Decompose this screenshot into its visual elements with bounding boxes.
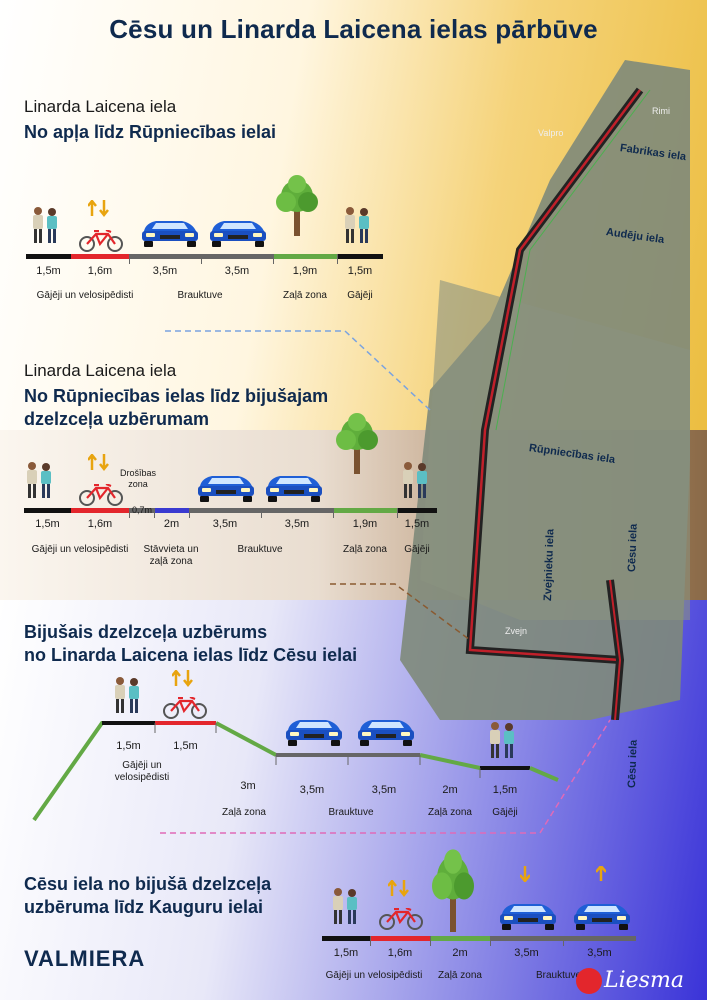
lane-green (430, 936, 490, 941)
map-label-valpro: Valpro (538, 128, 564, 138)
width-label: 1,9m (292, 265, 318, 277)
width-label: 3,5m (371, 784, 397, 796)
width-label: 3,5m (224, 265, 250, 277)
zone-label: Zaļā zona (428, 807, 472, 818)
bicycle-icon (162, 697, 208, 720)
car-icon (574, 904, 630, 930)
section2-heading-line1: No Rūpniecības ielas līdz bijušajam (24, 386, 329, 406)
tree-icon (432, 849, 474, 932)
lane-parking (154, 508, 189, 513)
zone-label: Gājēji (492, 807, 518, 818)
bidirectional-arrows-icon (388, 880, 410, 898)
liesma-logo-mark (576, 968, 602, 994)
zone-label: Brauktuve (328, 807, 374, 818)
lane-sidewalk (337, 254, 383, 259)
route-map (400, 60, 690, 720)
section4-heading-line2: uzbēruma līdz Kauguru ielai (24, 897, 264, 917)
liesma-logo: Liesma (604, 968, 684, 993)
lane-sidewalk (322, 936, 370, 941)
lane-bike (71, 254, 129, 259)
car-icon (500, 904, 556, 930)
width-label: 3,5m (212, 518, 238, 530)
width-label: 1,5m (404, 518, 430, 530)
width-label: 3,5m (587, 947, 612, 959)
zone-label: Brauktuve (177, 290, 223, 301)
width-label: 1,5m (36, 265, 61, 277)
zone-label: Brauktuve (536, 970, 582, 981)
width-label: 1,5m (347, 265, 373, 277)
width-label: 1,9m (352, 518, 378, 530)
lane-sidewalk (24, 508, 71, 513)
zone-label: Gājēji un velosipēdisti (36, 290, 134, 301)
width-label: 0,7m (131, 505, 152, 515)
lane-sidewalk (397, 508, 437, 513)
pedestrians-icon (333, 888, 357, 924)
width-label: 3,5m (152, 265, 178, 277)
zone-label: Gājēji (347, 290, 373, 301)
width-label: 3m (240, 780, 256, 792)
section4-heading-line1: Cēsu iela no bijušā dzelzceļa (24, 874, 272, 894)
section3-heading-line2: no Linarda Laicena ielas līdz Cēsu ielai (24, 645, 358, 665)
zone-label: Gājēji (404, 544, 430, 555)
lane-bike (71, 508, 129, 513)
zone-label: Zaļā zona (343, 544, 387, 555)
pedestrians-icon (115, 677, 139, 713)
section1-heading: No apļa līdz Rūpniecības ielai (24, 122, 277, 142)
lane-safety-zone (129, 508, 154, 513)
width-label: 1,6m (387, 947, 413, 959)
width-label: 3,5m (299, 784, 325, 796)
zone-label: Stāvvieta un zaļā zona (143, 544, 199, 567)
section2-subtitle: Linarda Laicena iela (24, 361, 177, 380)
width-label: 1,5m (35, 518, 60, 530)
section2-heading-line2: dzelzceļa uzbērumam (24, 409, 210, 429)
car-icon (358, 720, 414, 746)
zone-label: Zaļā zona (283, 290, 327, 301)
width-label: 1,5m (116, 740, 141, 752)
width-label: 2m (452, 947, 468, 959)
bicycle-icon (378, 908, 424, 931)
arrow-down-icon (520, 866, 530, 882)
lane-green (333, 508, 397, 513)
width-label: 3,5m (284, 518, 310, 530)
safety-zone-label: Drošības zona (119, 468, 156, 489)
page-title: Cēsu un Linarda Laicena ielas pārbūve (109, 14, 598, 44)
zone-label: Zaļā zona (222, 807, 266, 818)
width-label: 1,6m (87, 265, 113, 277)
valmiera-logo: VALMIERA (24, 946, 146, 971)
width-label: 3,5m (514, 947, 539, 959)
width-label: 1,5m (492, 784, 518, 796)
section3-heading-line1: Bijušais dzelzceļa uzbērums (24, 622, 268, 642)
bidirectional-arrows-icon (172, 670, 194, 688)
width-label: 1,6m (87, 518, 113, 530)
arrow-up-icon (596, 866, 606, 882)
zone-label: Gājēji un velosipēdisti (31, 544, 129, 555)
zone-label: Gājēji un velosipēdisti (114, 760, 170, 783)
width-label: 1,5m (173, 740, 198, 752)
width-label: 2m (163, 518, 180, 530)
pedestrians-icon (490, 722, 514, 758)
map-label-zvejn: Zvejn (505, 626, 528, 636)
car-icon (286, 720, 342, 746)
zone-label: Zaļā zona (438, 970, 482, 981)
lane-bike (370, 936, 430, 941)
section1-subtitle: Linarda Laicena iela (24, 97, 177, 116)
lane-green (273, 254, 337, 259)
map-label-rimi: Rimi (652, 106, 670, 116)
zone-label: Brauktuve (237, 544, 283, 555)
width-label: 1,5m (333, 947, 359, 959)
lane-sidewalk (26, 254, 71, 259)
zone-label: Gājēji un velosipēdisti (325, 970, 423, 981)
width-label: 2m (442, 784, 458, 796)
